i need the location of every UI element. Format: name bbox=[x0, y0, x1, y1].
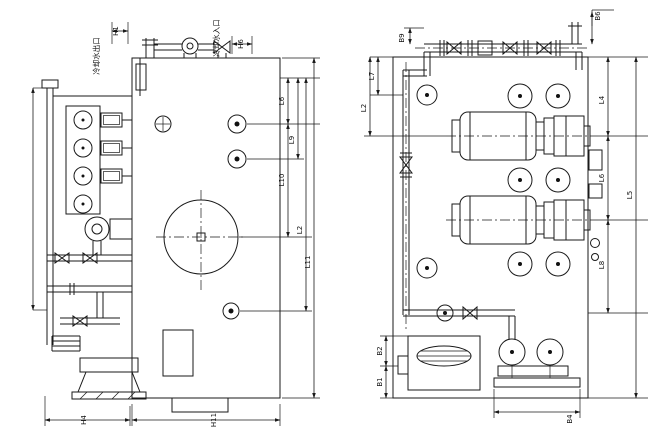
left-view-annotations: 冷却水出口 冷却水入口 bbox=[91, 19, 221, 75]
dim-label-l6-plan: L6 bbox=[598, 173, 606, 182]
dim-label-b2: B2 bbox=[376, 346, 384, 355]
dim-label-h11: H11 bbox=[210, 413, 218, 427]
right-view-dimensions: B9 B6 L7 L2 L4 L6 L8 L5 B2 B1 B4 bbox=[360, 9, 648, 424]
left-view-vessel-features bbox=[154, 114, 247, 377]
right-plan-view: B9 B6 L7 L2 L4 L6 L8 L5 B2 B1 B4 bbox=[360, 9, 648, 424]
dim-label-h4: H4 bbox=[80, 415, 88, 425]
dim-label-b4: B4 bbox=[566, 414, 574, 424]
left-view-top-piping bbox=[142, 37, 231, 58]
dim-label-l10: L10 bbox=[278, 174, 286, 187]
gauge-panel bbox=[65, 105, 132, 215]
dim-label-b6: B6 bbox=[594, 11, 602, 21]
cooling-water-inlet-label: 冷却水入口 bbox=[211, 19, 221, 57]
dim-label-l2: L2 bbox=[296, 226, 304, 234]
left-view-extension-lines bbox=[33, 22, 320, 426]
right-view-outline bbox=[392, 56, 589, 399]
cooling-water-outlet-label: 冷却水出口 bbox=[91, 37, 101, 75]
dim-label-h1: H1 bbox=[112, 26, 120, 36]
bottom-pump-unit bbox=[493, 338, 581, 388]
right-view-left-pipe-column bbox=[399, 62, 516, 340]
side-pump-assembly bbox=[84, 216, 133, 255]
left-view-dimensions: H1 H6 L6 L9 L10 L2 L11 H4 H11 冷却水出口 冷却水入… bbox=[31, 19, 320, 427]
dim-label-l11: L11 bbox=[304, 256, 312, 269]
side-piping-and-valves bbox=[47, 252, 132, 352]
right-view-dimension-labels: B9 B6 L7 L2 L4 L6 L8 L5 B2 B1 B4 bbox=[360, 11, 634, 424]
dim-label-h6: H6 bbox=[237, 39, 245, 49]
dim-label-b9: B9 bbox=[398, 33, 406, 42]
dim-label-l4: L4 bbox=[598, 95, 606, 104]
dim-label-l6: L6 bbox=[278, 96, 286, 105]
dim-label-l5: L5 bbox=[626, 191, 634, 199]
left-side-view: H1 H6 L6 L9 L10 L2 L11 H4 H11 冷却水出口 冷却水入… bbox=[31, 19, 320, 427]
left-view-base-bracket bbox=[71, 357, 147, 400]
left-view-dimension-labels: H1 H6 L6 L9 L10 L2 L11 H4 H11 bbox=[80, 26, 312, 427]
dim-label-l7: L7 bbox=[368, 72, 376, 80]
left-view-dimension-lines bbox=[31, 29, 316, 422]
upper-motor-pump bbox=[446, 83, 598, 161]
right-view-extension-lines bbox=[364, 9, 648, 418]
left-view-vessel-outline bbox=[131, 57, 281, 413]
dim-label-b1: B1 bbox=[376, 377, 384, 386]
filter-tank bbox=[397, 335, 481, 391]
right-edge-fittings bbox=[588, 149, 603, 261]
lower-motor-pump bbox=[446, 167, 598, 277]
dim-label-l9: L9 bbox=[288, 136, 296, 144]
right-view-top-piping bbox=[415, 22, 588, 76]
right-view-dimension-lines bbox=[368, 11, 638, 414]
dim-label-l2-plan: L2 bbox=[360, 104, 368, 112]
dim-label-l8: L8 bbox=[598, 261, 606, 269]
